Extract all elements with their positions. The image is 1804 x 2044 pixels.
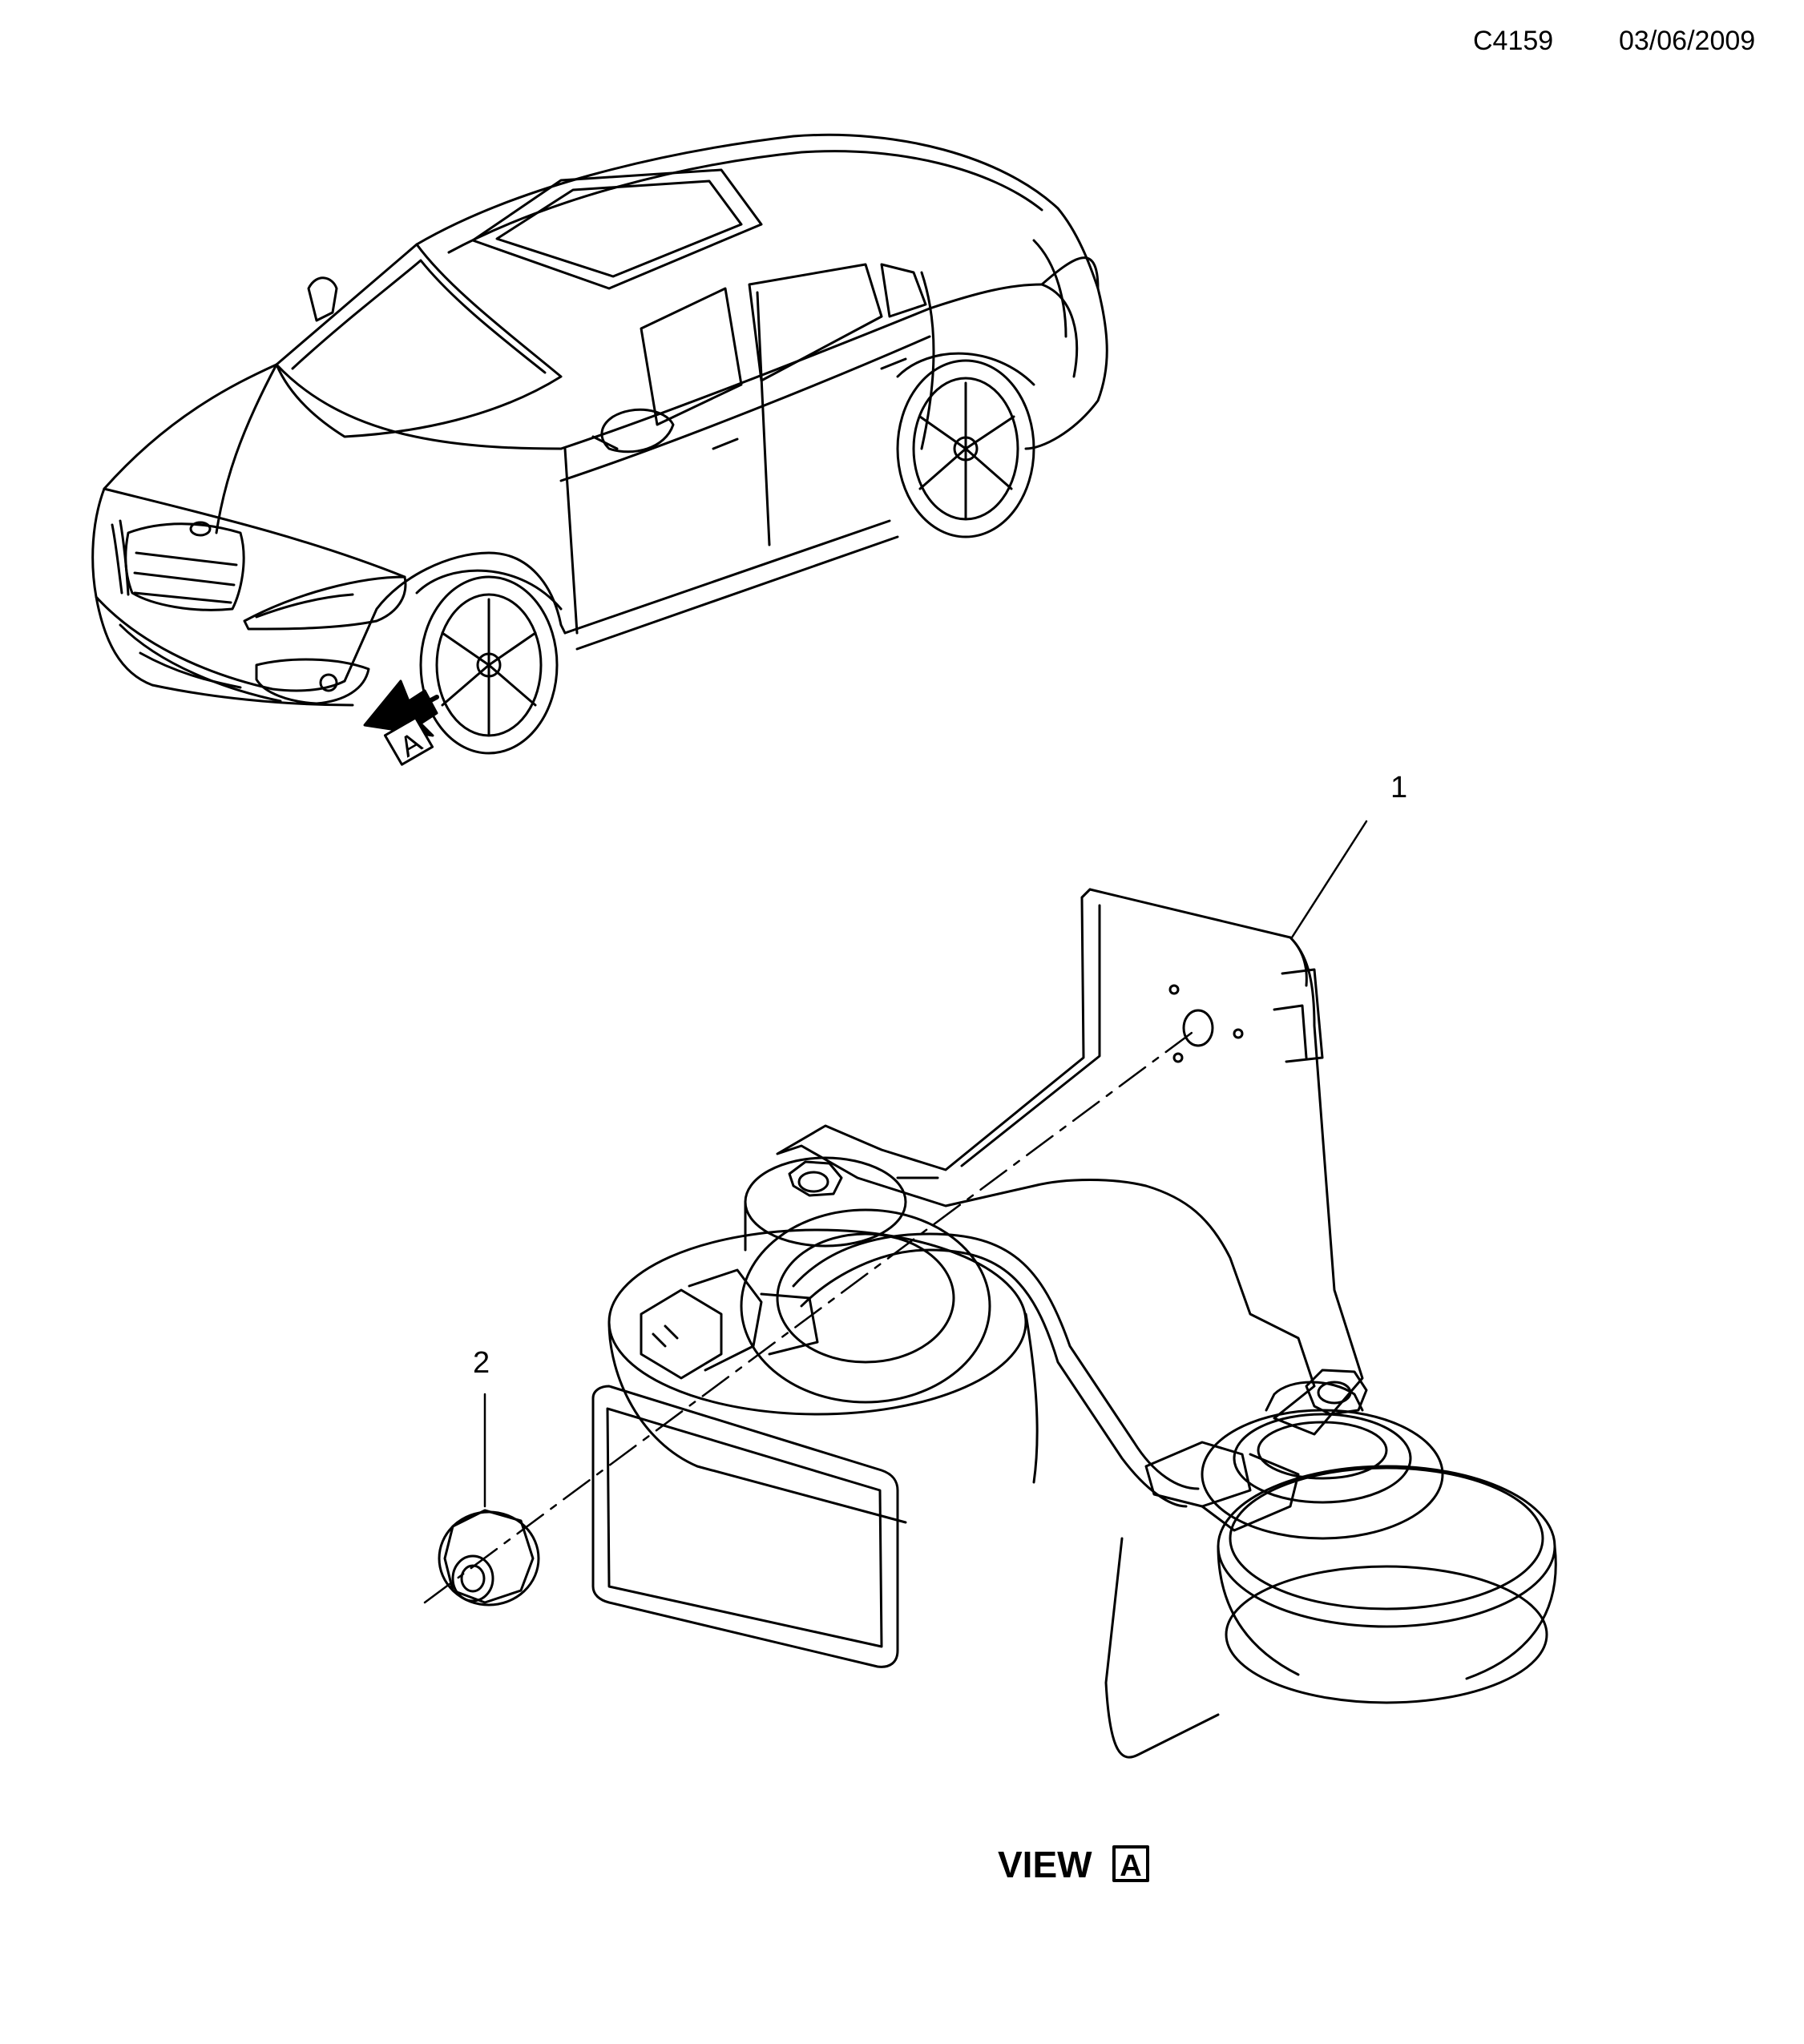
view-caption-word: VIEW: [998, 1844, 1092, 1885]
callout-1-number: 1: [1390, 771, 1407, 804]
horn-assembly: [591, 888, 1557, 1759]
view-caption-box: [1112, 1845, 1149, 1882]
diagram-code: C4159: [1473, 26, 1554, 56]
view-caption-letter: A: [1120, 1849, 1141, 1883]
callout-2-number: 2: [473, 1346, 490, 1380]
assembly-centerline: [423, 1026, 1200, 1604]
flange-nut: [438, 1509, 540, 1607]
vehicle-illustration: [91, 133, 1108, 755]
callout-1-leader: [1290, 820, 1368, 939]
view-marker-box: [383, 716, 434, 766]
diagram-date: 03/06/2009: [1619, 26, 1756, 56]
